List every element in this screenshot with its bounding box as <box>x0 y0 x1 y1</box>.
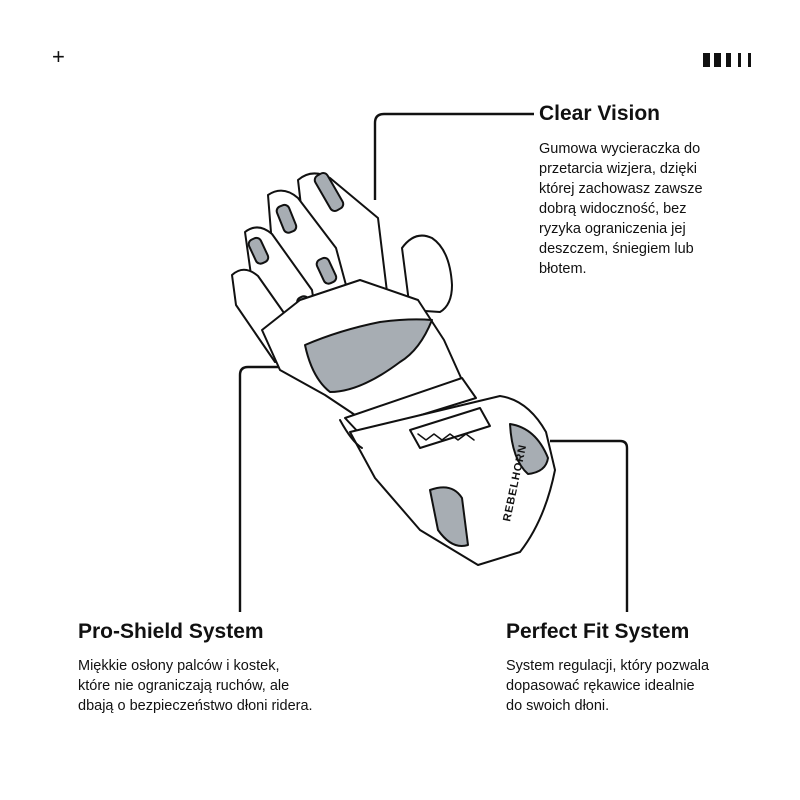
plus-icon: + <box>52 44 65 69</box>
callout-lines <box>238 112 629 612</box>
wrist-strap <box>344 377 477 435</box>
cuff-side-pad <box>429 486 469 547</box>
perfect-fit-connector <box>550 439 629 612</box>
pro-shield-connector <box>238 365 305 612</box>
page-indicator-icon <box>703 53 751 67</box>
pro-shield-title: Pro-Shield System <box>78 620 264 643</box>
clear-vision-description: Gumowa wycieraczka do przetarcia wizjera… <box>539 141 703 277</box>
pro-shield-palm-pad <box>304 318 433 393</box>
perfect-fit-title: Perfect Fit System <box>506 620 690 643</box>
perfect-fit-pad <box>509 423 549 475</box>
glove-thumb <box>401 234 453 313</box>
clear-vision-title: Clear Vision <box>539 102 660 125</box>
perfect-fit-description: System regulacji, który pozwala dopasowa… <box>506 658 710 714</box>
clear-vision-wiper <box>313 172 345 212</box>
glove-cuff <box>349 395 556 566</box>
clear-vision-connector <box>373 112 534 200</box>
pro-shield-description: Miękkie osłony palców i kostek, które ni… <box>78 658 313 714</box>
